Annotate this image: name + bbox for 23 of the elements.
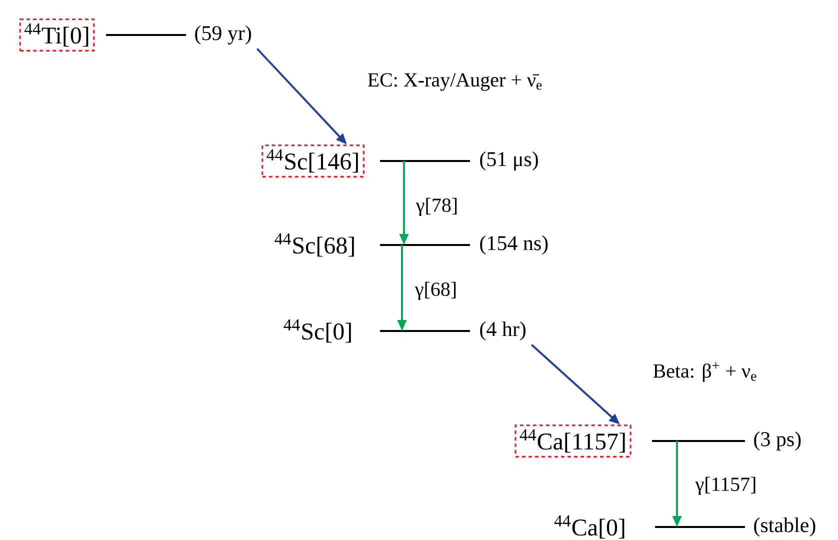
level-label: $^{44}$Sc[146] [262, 144, 364, 178]
edge-label: γ[68] [414, 280, 458, 302]
edge-label: γ[78] [414, 196, 460, 218]
level-line [380, 244, 470, 246]
half-life: (4 hr) [480, 321, 526, 341]
half-life: (59 yr) [195, 25, 251, 45]
half-life: (3 ps) [754, 431, 801, 450]
half-life: (154 ns) [480, 235, 548, 255]
half-life: (stable) [754, 517, 816, 536]
level-label: $^{44}$Ti[0] [19, 18, 95, 52]
level-label: $^{44}$Ca[1157] [514, 424, 632, 458]
level-label: $^{44}$Ca[0] [554, 515, 624, 539]
edge-label: γ[1157] [694, 476, 758, 496]
half-life: (51 μs) [480, 151, 538, 171]
edge-label: EC: X-ray/Auger + ν̄$_{e}$ [366, 72, 544, 92]
level-label: $^{44}$Sc[0] [284, 319, 351, 343]
level-label: $^{44}$Sc[68] [274, 233, 354, 257]
edge-label: Beta: β$^{+}$ + ν$_{e}$ [652, 361, 758, 383]
level-line [655, 526, 745, 528]
level-line [106, 34, 186, 36]
level-line [380, 160, 470, 162]
level-line [652, 440, 745, 442]
level-line [380, 330, 470, 332]
